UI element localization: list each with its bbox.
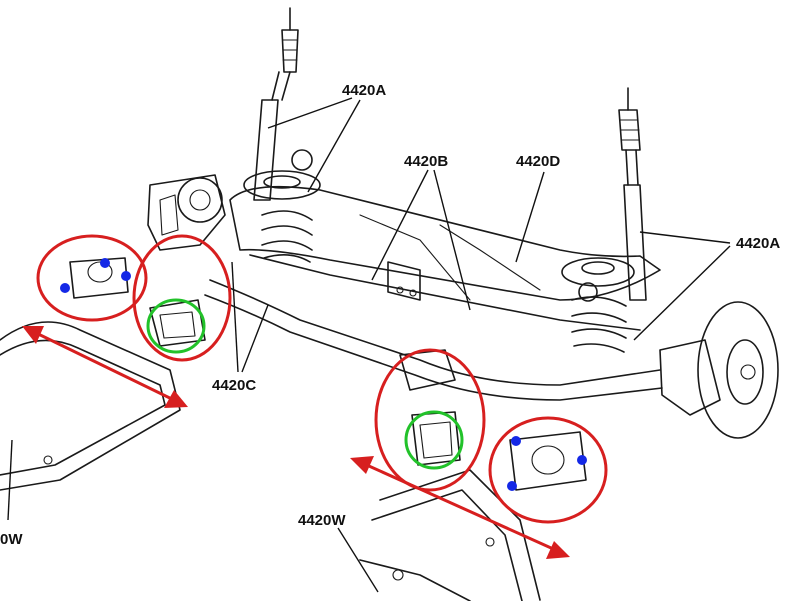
red-circle-left-bushing (36, 234, 148, 322)
blue-dot (511, 436, 521, 446)
callout-labels: 4420A 4420B 4420D 4420A 4420C 4420W 0W (0, 82, 780, 548)
annotation-overlays (22, 234, 608, 559)
line-drawing (0, 7, 779, 601)
callout-4420w: 4420W (298, 512, 346, 529)
blue-dot (60, 283, 70, 293)
left-knuckle (147, 174, 226, 251)
leader-lines (7, 97, 731, 593)
red-circle-left-mount (132, 234, 232, 362)
callout-4420a-top: 4420A (342, 82, 386, 99)
blue-dot (577, 455, 587, 465)
lower-rail (204, 279, 663, 401)
callout-4420d: 4420D (516, 153, 560, 170)
callout-4420c: 4420C (212, 377, 256, 394)
green-circle-center (404, 410, 464, 470)
right-bushing-block (509, 431, 587, 491)
red-arrow-right (350, 456, 570, 559)
red-arrow-left (22, 326, 188, 408)
left-mount-bracket (149, 299, 206, 347)
right-hub-disc (659, 301, 779, 439)
blue-dot (121, 271, 131, 281)
red-circle-right-bushing (488, 416, 608, 524)
blue-dot (507, 481, 517, 491)
left-shock-absorber (253, 7, 299, 201)
callout-4420b: 4420B (404, 153, 448, 170)
left-bushing-block (69, 257, 129, 299)
right-shock-absorber (618, 87, 647, 301)
red-circle-center-mount (374, 348, 486, 492)
right-coil-spring (561, 257, 635, 353)
right-subframe (359, 469, 541, 601)
crossmember-beam (229, 185, 661, 331)
center-mount-bracket (399, 349, 461, 466)
blue-dot (100, 258, 110, 268)
green-circle-left (146, 298, 206, 354)
callout-0w-partial: 0W (0, 531, 23, 548)
callout-4420a-right: 4420A (736, 235, 780, 252)
left-coil-spring (243, 149, 321, 263)
